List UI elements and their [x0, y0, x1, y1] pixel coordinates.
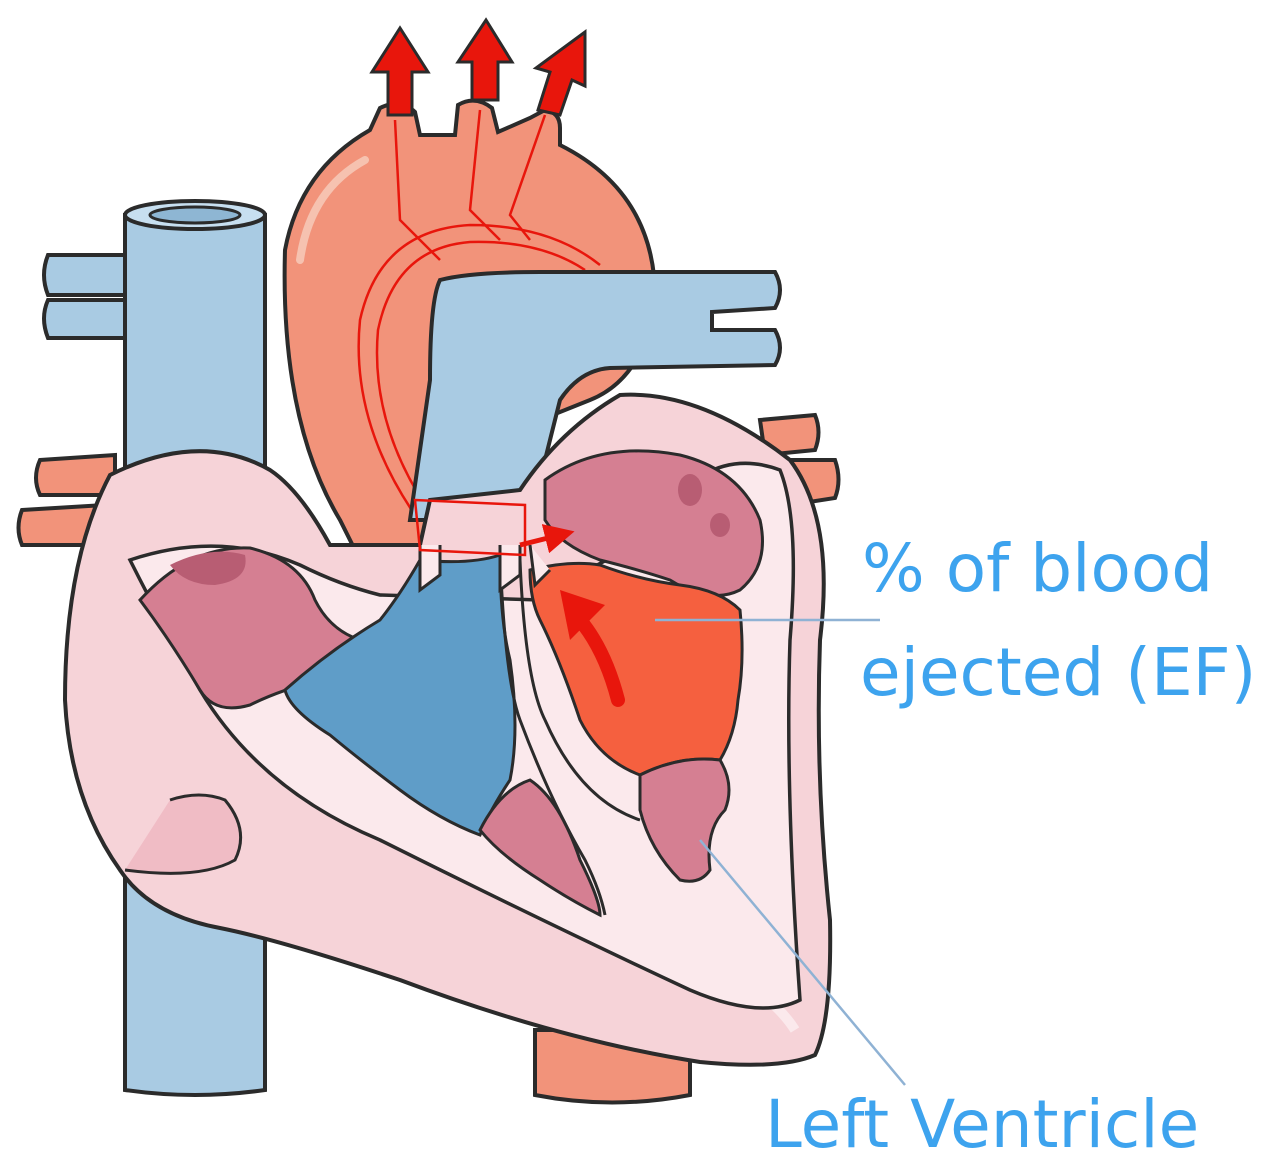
ejection-arrows — [372, 20, 585, 115]
blood-flow-arrow-icon — [458, 20, 512, 100]
left-ventricle-label: Left Ventricle — [765, 1092, 1199, 1158]
blood-flow-arrow-icon — [372, 28, 428, 115]
blood-flow-arrow-icon — [536, 32, 585, 115]
ef-label-line2: ejected (EF) — [860, 640, 1256, 706]
ef-label-line1: % of blood — [862, 536, 1213, 602]
